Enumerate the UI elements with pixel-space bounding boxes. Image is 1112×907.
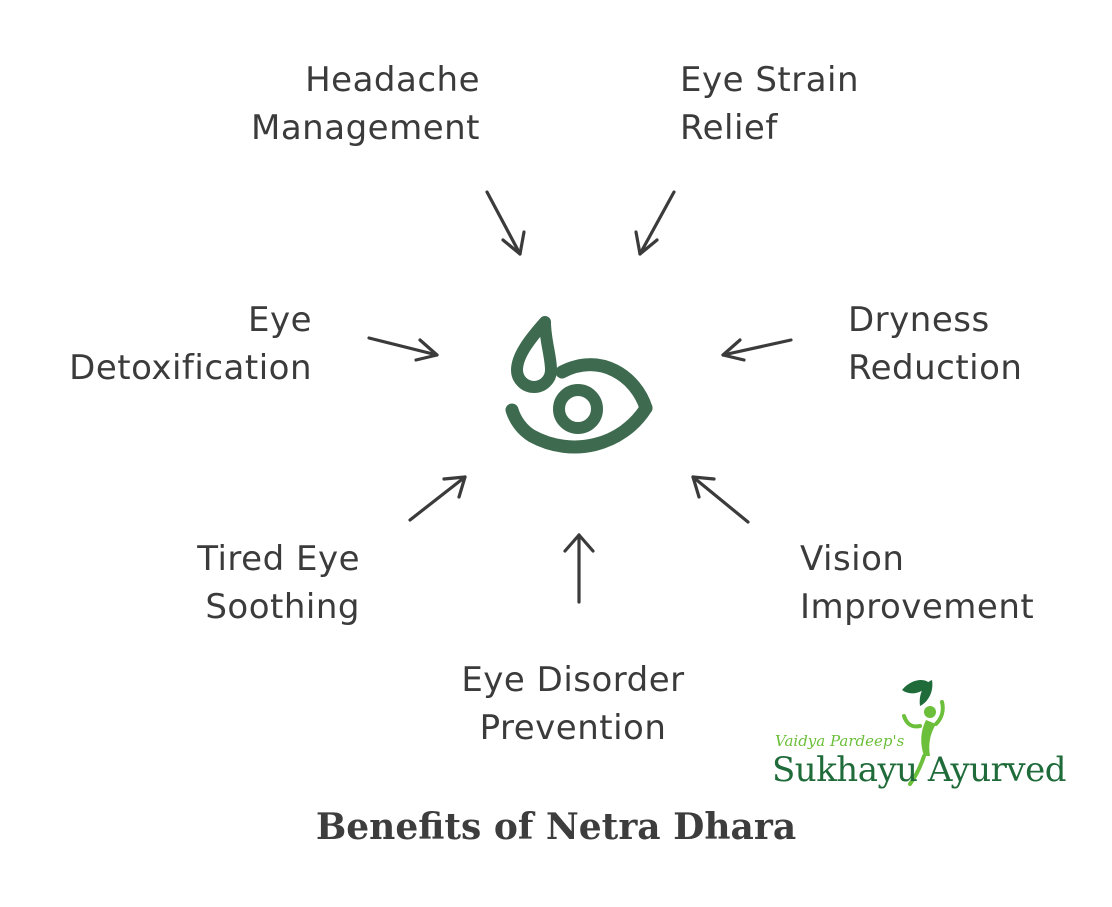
benefit-tired-eye-line2: Soothing <box>205 587 360 627</box>
logo-figure-icon <box>902 680 945 786</box>
arrow-headache <box>485 190 526 256</box>
benefit-eye-detoxification: Eye Detoxification <box>10 296 312 392</box>
benefit-tired-eye-line1: Tired Eye <box>197 539 360 579</box>
arrow-eye-strain <box>634 190 676 256</box>
benefit-headache-management: Headache Management <box>180 56 480 152</box>
arrow-dryness <box>721 338 793 362</box>
benefit-eye-strain-line2: Relief <box>680 108 778 148</box>
benefit-disorder-line1: Eye Disorder <box>461 660 685 700</box>
arrow-tired-eye <box>408 475 467 522</box>
benefit-dryness-line2: Reduction <box>848 348 1023 388</box>
benefit-vision-improvement: Vision Improvement <box>800 535 1100 631</box>
benefit-headache-line1: Headache <box>305 60 480 100</box>
arrow-detox <box>367 336 439 362</box>
benefit-dryness-line1: Dryness <box>848 300 990 340</box>
arrow-disorder <box>563 533 595 604</box>
benefit-disorder-line2: Prevention <box>479 708 667 748</box>
benefit-eye-disorder-prevention: Eye Disorder Prevention <box>413 656 733 752</box>
benefit-eye-strain-relief: Eye Strain Relief <box>680 56 940 152</box>
arrow-vision <box>691 475 750 524</box>
benefit-vision-line1: Vision <box>800 539 905 579</box>
benefit-detox-line2: Detoxification <box>69 348 312 388</box>
benefit-eye-strain-line1: Eye Strain <box>680 60 860 100</box>
diagram-title: Benefits of Netra Dhara <box>315 806 797 848</box>
benefit-headache-line2: Management <box>251 108 480 148</box>
eye-drop-icon <box>505 316 653 454</box>
logo-subtitle: Vaidya Pardeep's <box>775 732 905 750</box>
logo-name: Sukhayu Ayurved <box>772 750 1067 790</box>
sukhayu-ayurved-logo: Vaidya Pardeep's Sukhayu Ayurved <box>770 672 1090 792</box>
benefit-detox-line1: Eye <box>247 300 312 340</box>
benefit-vision-line2: Improvement <box>800 587 1035 627</box>
benefit-tired-eye-soothing: Tired Eye Soothing <box>60 535 360 631</box>
benefit-dryness-reduction: Dryness Reduction <box>848 296 1098 392</box>
